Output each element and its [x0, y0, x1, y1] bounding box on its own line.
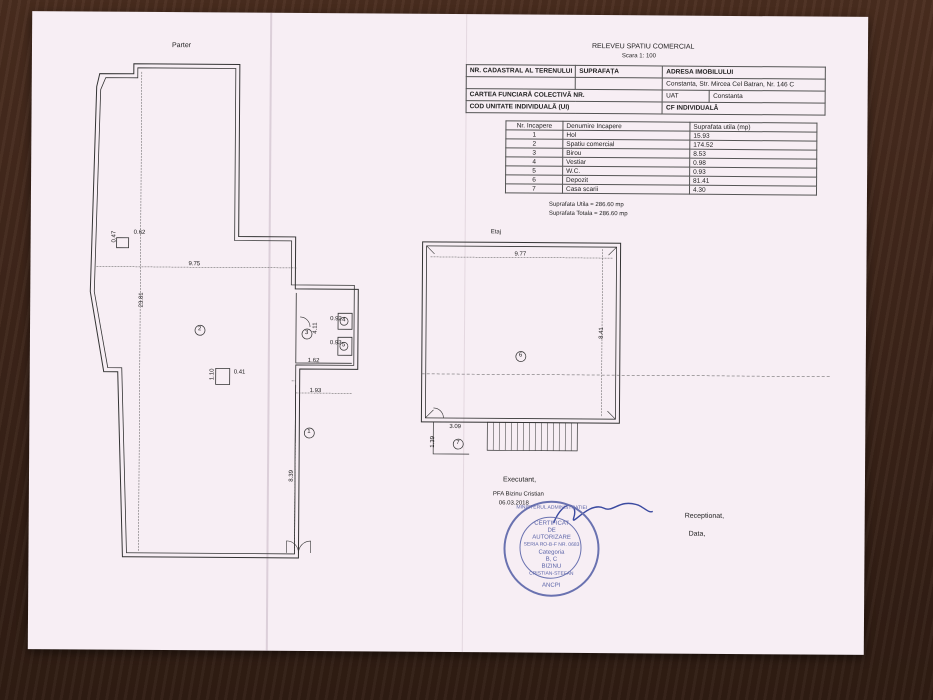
- executant-label: Executant,: [502, 476, 537, 484]
- floor-plans: [89, 63, 830, 559]
- dimension-label: 0.93: [329, 340, 342, 347]
- room-number: 3: [304, 330, 309, 337]
- dimension-label: 3.09: [449, 424, 462, 431]
- dimension-label: 8.41: [598, 327, 605, 339]
- date-label: Data,: [688, 530, 706, 538]
- dimension-label: 0.62: [133, 229, 146, 236]
- dimension-label: 23.81: [138, 292, 145, 308]
- dimension-label: 9.77: [514, 251, 527, 258]
- executant-name: PFA Bizinu Cristian: [492, 491, 544, 498]
- dimension-label: 0.47: [111, 230, 118, 243]
- dimension-label: 9.75: [188, 261, 201, 268]
- dimension-label: 0.41: [233, 369, 246, 376]
- dimension-label: 1.93: [309, 388, 322, 395]
- dimension-label: 1.62: [307, 358, 320, 365]
- authorization-stamp: MINISTERUL ADMINISTRATIEI CERTIFICAT DE …: [503, 500, 600, 598]
- room-number: 6: [518, 352, 523, 359]
- room-number: 2: [197, 326, 202, 333]
- upper-floor-outline: [420, 241, 622, 424]
- dimension-label: 8.39: [288, 470, 295, 482]
- dimension-label: 0.92: [330, 316, 342, 323]
- room-number: 1: [307, 429, 311, 436]
- room-number: 4: [342, 317, 346, 324]
- receptionat-label: Receptionat,: [684, 512, 725, 520]
- ground-floor-outline: [89, 63, 359, 559]
- handwritten-signature: [553, 502, 654, 524]
- dimension-label: 1.10: [209, 368, 216, 381]
- dimension-label: 4.11: [312, 322, 319, 334]
- room-number: 5: [341, 342, 346, 349]
- survey-sheet: Parter RELEVEU SPATIU COMERCIAL Scara 1:…: [27, 11, 869, 655]
- room-number: 7: [456, 440, 460, 447]
- dimension-label: 1.39: [430, 436, 437, 448]
